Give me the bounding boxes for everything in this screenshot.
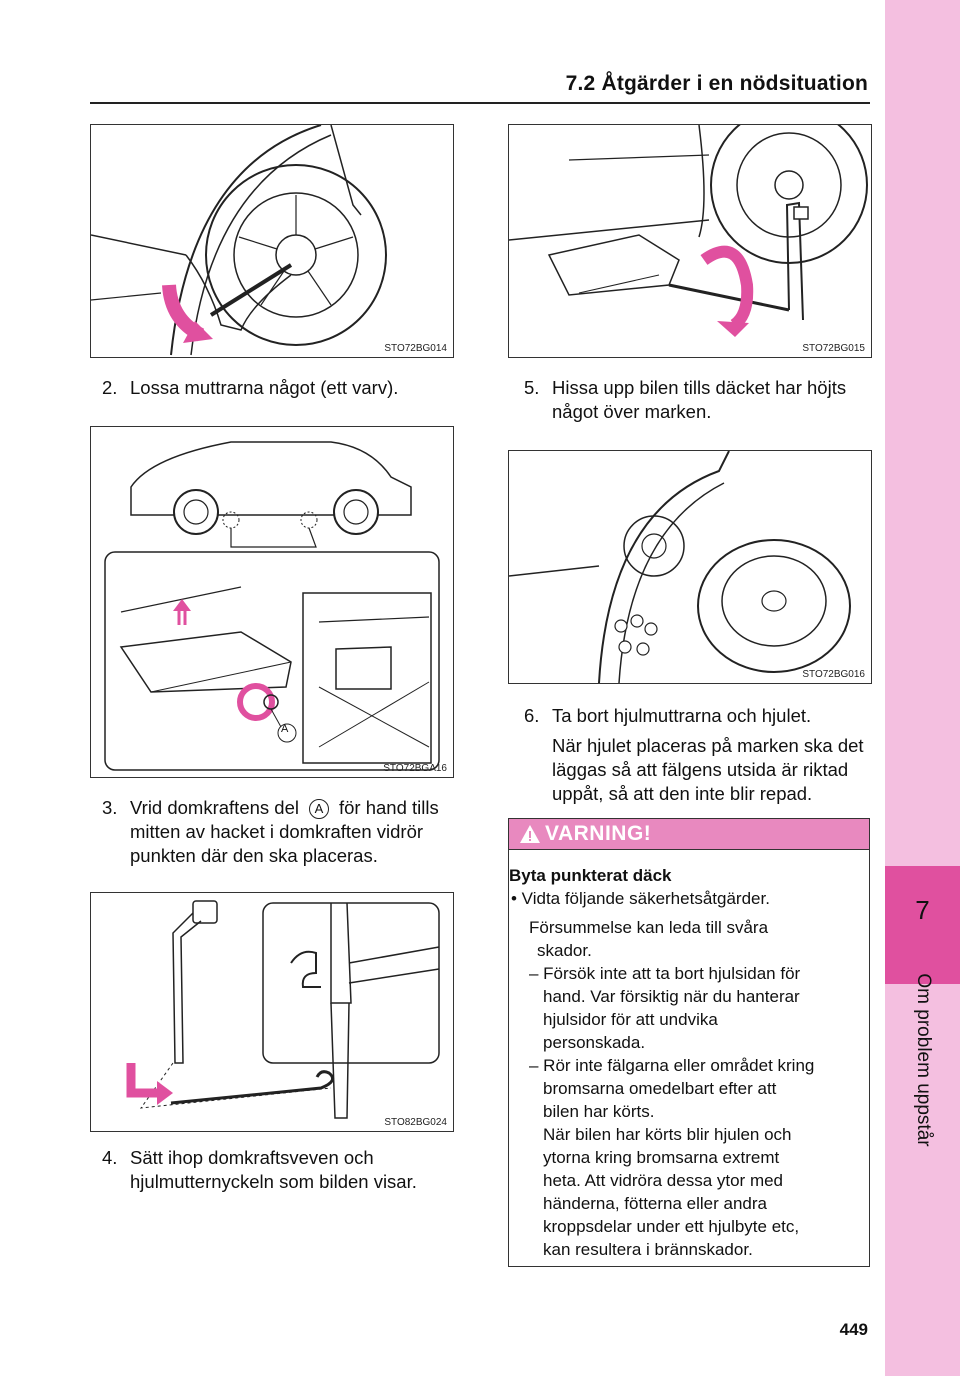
step-text-pre: Vrid domkraftens del	[130, 797, 299, 818]
step-4: 4. Sätt ihop domkraftsveven och hjulmutte…	[102, 1146, 462, 1194]
figure-code: STO72BGA16	[383, 763, 447, 774]
figure-assemble-handle: STO82BG024	[90, 892, 454, 1132]
callout-a-label: A	[281, 723, 289, 735]
step-text: Sätt ihop domkraftsveven och	[130, 1147, 374, 1168]
step-note-line: När hjulet placeras på marken ska det	[552, 735, 864, 756]
figure-code: STO72BG014	[384, 343, 447, 354]
figure-remove-wheel: STO72BG016	[508, 450, 872, 684]
figure-code: STO72BG016	[802, 669, 865, 680]
step-text-line: mitten av hacket i domkraften vidrör	[130, 821, 424, 842]
warning-dash-line: hand. Var försiktig när du hanterar	[543, 987, 800, 1006]
step-note-line: uppåt, så att den inte blir repad.	[552, 783, 813, 804]
warning-box: VARNING! Byta punkterat däck • Vidta föl…	[508, 818, 870, 1267]
step-number: 6.	[524, 705, 540, 726]
step-6: 6. Ta bort hjulmuttrarna och hjulet. När …	[524, 704, 864, 806]
step-number: 3.	[102, 797, 118, 818]
warning-dash-line: bromsarna omedelbart efter att	[543, 1079, 777, 1098]
step-number: 4.	[102, 1147, 118, 1168]
jack-handle-illustration	[126, 900, 440, 1119]
step-text: Lossa muttrarna något (ett varv).	[130, 377, 399, 398]
warning-triangle-icon	[520, 825, 540, 843]
section-title: 7.2 Åtgärder i en nödsituation	[565, 72, 868, 95]
warning-label: VARNING!	[545, 822, 652, 845]
step-text: Hissa upp bilen tills däcket har höjts	[552, 377, 847, 398]
wheel-removed-illustration	[509, 451, 851, 683]
step-note: När hjulet placeras på marken ska det lä…	[524, 734, 864, 806]
figure-jack-position: A STO72BGA16	[90, 426, 454, 778]
wheel-wrench-illustration	[91, 125, 387, 356]
warning-dash-line: – Rör inte fälgarna eller området kring	[529, 1056, 815, 1075]
warning-sub-line: skador.	[537, 941, 592, 960]
jack-point-illustration	[104, 441, 440, 771]
warning-sub-line: Försummelse kan leda till svåra	[529, 918, 769, 937]
page-number: 449	[839, 1320, 868, 1339]
step-2: 2. Lossa muttrarna något (ett varv).	[102, 376, 398, 400]
step-text-line: hjulmutternyckeln som bilden visar.	[130, 1171, 417, 1192]
warning-dash-line: hjulsidor för att undvika	[543, 1010, 718, 1029]
warning-dash-line: – Försök inte att ta bort hjulsidan för	[529, 964, 801, 983]
callout-a-marker: A	[308, 799, 329, 819]
step-note-line: läggas så att fälgens utsida är riktad	[552, 759, 849, 780]
step-text-line: något över marken.	[552, 401, 712, 422]
warning-dash-line: bilen har körts.	[543, 1102, 655, 1121]
warning-header: VARNING!	[509, 818, 869, 850]
chapter-number: 7	[915, 895, 930, 925]
step-text-line: punkten där den ska placeras.	[130, 845, 378, 866]
chapter-number-box	[885, 866, 960, 984]
figure-loosen-nuts: STO72BG014	[90, 124, 454, 358]
warning-dash-line: heta. Att vidröra dessa ytor med	[543, 1171, 784, 1190]
figure-raise-vehicle: STO72BG015	[508, 124, 872, 358]
warning-dash-line: personskada.	[543, 1033, 646, 1052]
warning-dash-line: kan resultera i brännskador.	[543, 1240, 753, 1259]
warning-dash-line: händerna, fötterna eller andra	[543, 1194, 767, 1213]
warning-dash-line: kroppsdelar under ett hjulbyte etc,	[543, 1217, 800, 1236]
header-divider	[90, 102, 870, 104]
jack-lifting-illustration	[509, 125, 868, 337]
step-number: 5.	[524, 377, 540, 398]
figure-code: STO82BG024	[384, 1117, 447, 1128]
warning-title: Byta punkterat däck	[509, 866, 672, 885]
warning-dash-line: När bilen har körts blir hjulen och	[543, 1125, 792, 1144]
step-number: 2.	[102, 377, 118, 398]
step-text-post: för hand tills	[338, 797, 439, 818]
warning-bullet: • Vidta följande säkerhetsåtgärder.	[511, 889, 770, 908]
warning-body: Byta punkterat däck • Vidta följande säk…	[509, 864, 869, 1261]
step-5: 5. Hissa upp bilen tills däcket har höjts…	[524, 376, 864, 424]
figure-code: STO72BG015	[802, 343, 865, 354]
chapter-side-tab: 7 Om problem uppstår	[885, 0, 960, 1376]
chapter-label: Om problem uppstår	[913, 973, 934, 1147]
step-text: Ta bort hjulmuttrarna och hjulet.	[552, 705, 812, 726]
warning-dash-line: ytorna kring bromsarna extremt	[543, 1148, 780, 1167]
